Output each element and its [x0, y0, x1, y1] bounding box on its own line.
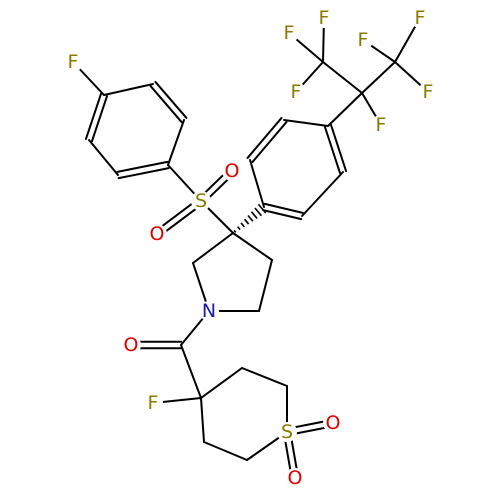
- atom-label-background: [277, 422, 297, 442]
- bond-b4-Ccf: [327, 92, 363, 127]
- atom-F2: F: [291, 81, 302, 103]
- atom-label-background: [371, 115, 391, 135]
- atom-N1: N: [202, 300, 216, 322]
- bond-C4-C5: [258, 259, 273, 312]
- bond-b2-b3: [301, 171, 344, 217]
- atom-O_s1: O: [225, 160, 240, 182]
- hash-wedge-line: [247, 214, 254, 222]
- atom-F5: F: [358, 29, 369, 51]
- atom-F3: F: [284, 22, 295, 44]
- atom-label-background: [121, 335, 141, 355]
- bond-b1-b2-2: [263, 202, 304, 214]
- atom-label-background: [63, 52, 83, 72]
- bond-C4t-Ct1: [200, 367, 243, 399]
- bond-a2-a3-2: [154, 80, 188, 119]
- hash-wedge-line: [254, 207, 263, 217]
- bond-a4-a5-1: [116, 160, 169, 173]
- atom-label-background: [418, 82, 438, 102]
- atom-O_t1: O: [326, 412, 341, 434]
- bond-b6-b1: [249, 159, 265, 208]
- atom-label-background: [191, 191, 211, 211]
- bond-C3-C4: [232, 232, 273, 261]
- atom-F6: F: [415, 7, 426, 29]
- bond-Ct1-Ct2: [241, 367, 288, 387]
- hash-wedge-line: [250, 211, 258, 220]
- bond-Ct3-Ct4: [203, 441, 248, 461]
- atom-label-background: [286, 82, 306, 102]
- atom-label-background: [222, 161, 242, 181]
- atom-O_s2: O: [150, 223, 165, 245]
- atom-label-background: [410, 8, 430, 28]
- bond-a1-a2: [103, 83, 154, 96]
- atom-label-background: [285, 468, 305, 488]
- hash-wedge-line: [236, 226, 241, 231]
- atom-F_ph: F: [68, 51, 79, 73]
- stereo-bonds: [233, 203, 267, 233]
- bond-a2-a3-1: [149, 85, 183, 124]
- bond-a3-a4: [167, 119, 185, 166]
- atom-F_th: F: [148, 392, 159, 414]
- bond-a6-a1-1: [91, 95, 109, 143]
- bond-C2-C3: [192, 232, 234, 264]
- bond-b1-b2-1: [262, 209, 303, 221]
- bond-b3-b4-1: [330, 124, 348, 173]
- atom-F1: F: [319, 7, 330, 29]
- atom-O_co: O: [124, 334, 139, 356]
- atom-label-background: [143, 393, 163, 413]
- bonds: [72, 17, 429, 480]
- atom-S_so2: S: [195, 190, 207, 212]
- atom-F4: F: [376, 114, 387, 136]
- hash-wedge-line: [233, 229, 237, 233]
- bond-b3-b4-2: [323, 125, 341, 174]
- atom-label-background: [353, 30, 373, 50]
- bond-b4-b5: [283, 119, 329, 127]
- bond-b5-b6-1: [246, 116, 283, 159]
- atom-F7: F: [423, 81, 434, 103]
- bond-Ccf-CR: [361, 61, 396, 94]
- atom-label-background: [314, 8, 334, 28]
- atom-label-background: [279, 23, 299, 43]
- bond-Cco-C4t: [180, 344, 202, 399]
- bond-b5-b6-2: [251, 121, 288, 164]
- hash-wedge-line: [243, 218, 250, 225]
- atom-S_th: S: [281, 421, 293, 443]
- atom-label-background: [199, 301, 219, 321]
- atom-label-background: [323, 413, 343, 433]
- bond-Ccf-CL: [322, 61, 363, 94]
- hash-wedge-line: [240, 222, 245, 228]
- bond-a4-a5-2: [117, 167, 170, 180]
- bond-a6-a1-2: [84, 92, 102, 140]
- bond-a5-a6: [88, 139, 119, 176]
- atom-label-background: [147, 224, 167, 244]
- hash-wedge-line: [257, 203, 267, 214]
- atom-O_t2: O: [288, 467, 303, 489]
- bond-Ct4-C4t: [200, 397, 205, 443]
